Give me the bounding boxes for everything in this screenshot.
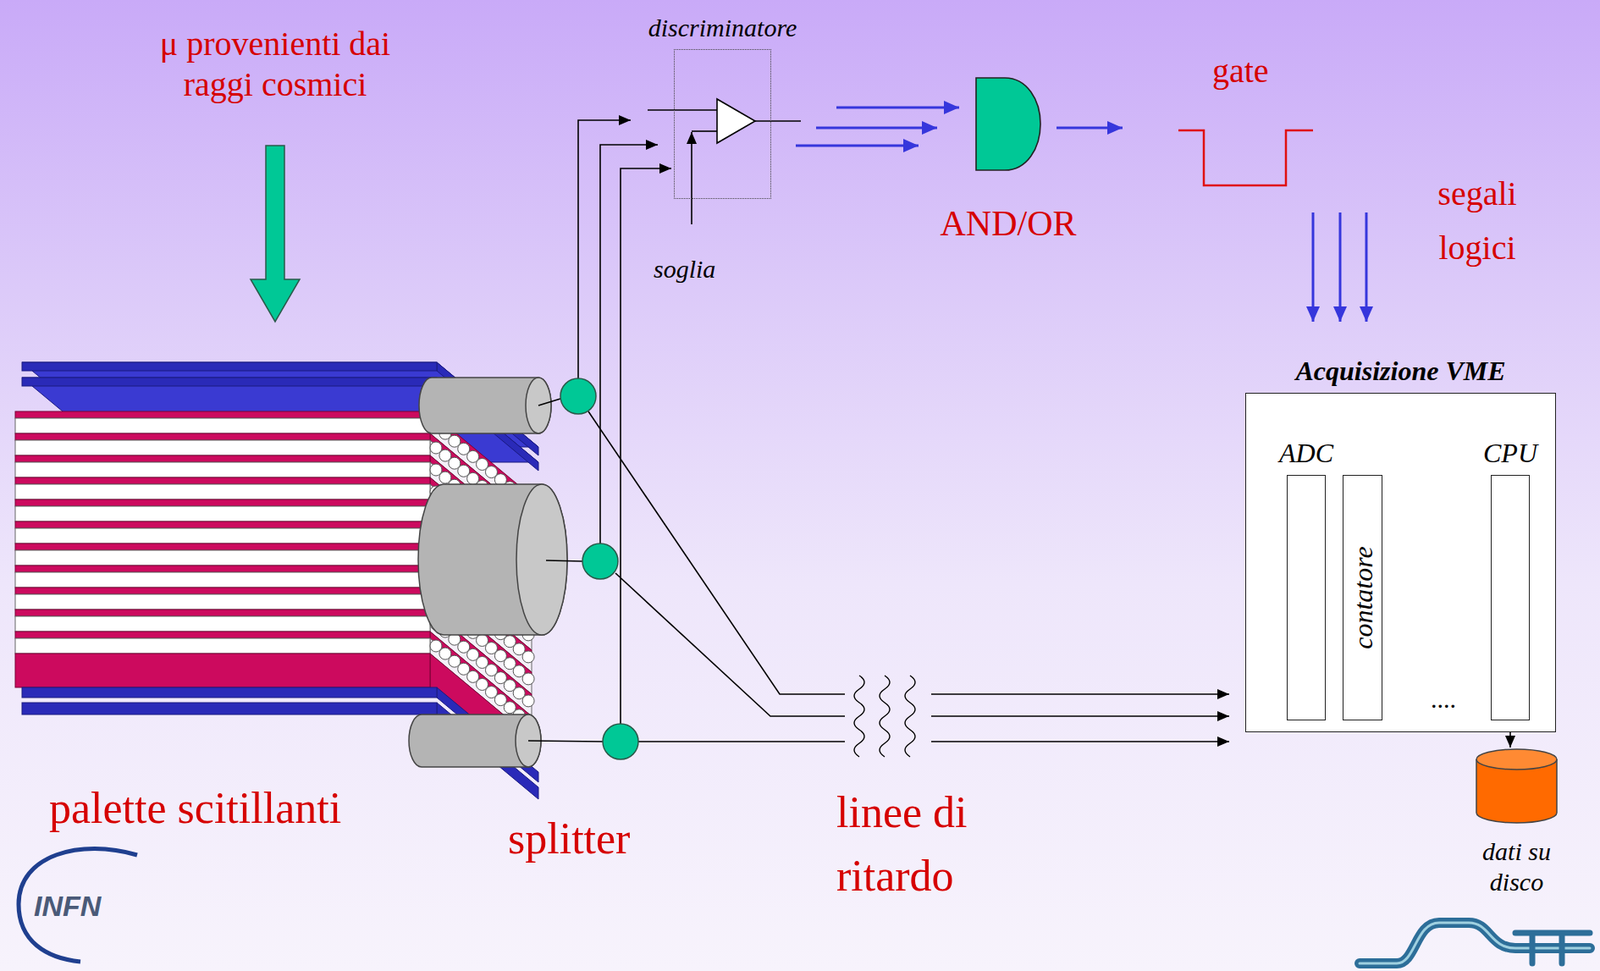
data-disk: dati su disco (1474, 747, 1559, 825)
splitter-label: splitter (507, 812, 630, 866)
node-text: ADC (1279, 436, 1334, 469)
infn-logo-text: INFN (33, 888, 101, 924)
signal-wires (528, 120, 1230, 742)
adc-module: ADC (1286, 474, 1326, 721)
photomultiplier-main (418, 484, 568, 635)
connector-line (795, 144, 919, 148)
node-text: AND/OR (939, 202, 1076, 245)
connector-line (836, 106, 960, 110)
connector-line (816, 126, 938, 130)
infn-logo (18, 848, 138, 962)
muon-arrow (250, 145, 300, 322)
discriminator-box: discriminatore (673, 49, 772, 199)
counter-module: contatore (1342, 474, 1383, 721)
threshold-label: soglia (653, 253, 716, 285)
logic-signals (1056, 127, 1367, 322)
node-text: discriminatore (648, 12, 798, 44)
discriminator-symbol (647, 99, 801, 225)
delay-label: linee di ritardo (836, 780, 989, 909)
node-text: Acquisizione VME (1295, 354, 1506, 387)
vme-crate: Acquisizione VMEADCcontatoreCPU (1245, 392, 1556, 733)
gate-label: gate (1212, 50, 1269, 92)
source-label: μ provenienti dai raggi cosmici (148, 23, 403, 105)
delay-line-symbol (854, 675, 916, 757)
photomultiplier-top (419, 377, 552, 434)
ellipsis-label: .... (1430, 684, 1457, 715)
connector (795, 107, 960, 146)
node-text: dati su disco (1466, 836, 1568, 898)
splitter-circles (560, 378, 639, 760)
node-text: contatore (1346, 546, 1379, 649)
disk-outline (1474, 747, 1559, 825)
btf-logo (1359, 922, 1590, 964)
cpu-module: CPU (1490, 474, 1530, 721)
logic-signals-label: segali logici (1422, 166, 1533, 276)
gate-outline (974, 76, 1043, 172)
logic-gate: AND/OR (974, 76, 1043, 172)
photomultiplier-bottom (408, 714, 541, 767)
node-text: CPU (1483, 436, 1538, 469)
scintillator-label: palette scitillanti (49, 782, 342, 835)
